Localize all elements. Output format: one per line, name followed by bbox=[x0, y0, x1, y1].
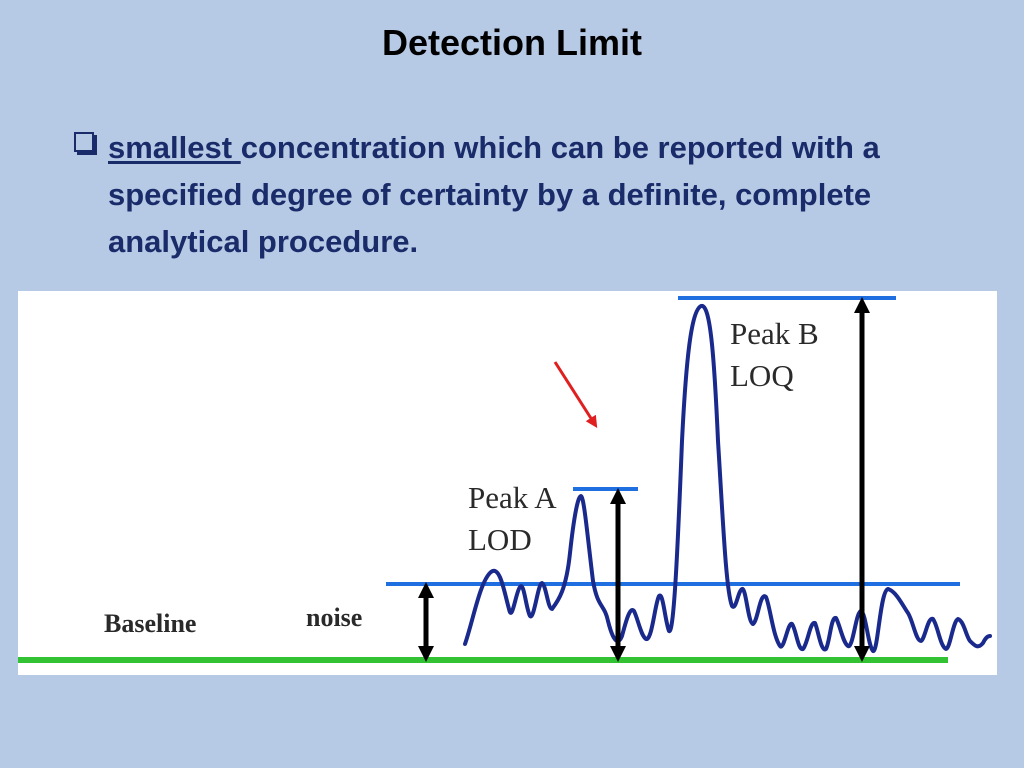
bullet-point: smallest concentration which can be repo… bbox=[70, 124, 970, 265]
bullet-emphasis: smallest bbox=[108, 130, 241, 165]
peak-a-name: Peak A bbox=[468, 480, 557, 515]
detection-limit-figure: Peak B LOQ Peak A LOD Baseline noise bbox=[18, 291, 997, 675]
bullet-text: smallest concentration which can be repo… bbox=[108, 124, 970, 265]
noise-label: noise bbox=[306, 603, 363, 632]
checkbox-bullet-icon bbox=[74, 132, 94, 152]
peak-b-label: Peak B LOQ bbox=[730, 313, 819, 397]
peak-b-name: Peak B bbox=[730, 316, 819, 351]
red-pointer-arrow bbox=[553, 361, 598, 429]
figure-drawing bbox=[18, 296, 992, 663]
signal-trace bbox=[463, 304, 992, 654]
baseline-label: Baseline bbox=[104, 609, 197, 638]
peak-b-loq: LOQ bbox=[730, 358, 794, 393]
slide-title: Detection Limit bbox=[381, 22, 642, 63]
peak-a-label: Peak A LOD bbox=[468, 477, 557, 561]
bullet-body: concentration which can be reported with… bbox=[108, 130, 880, 259]
peak-a-lod: LOD bbox=[468, 522, 532, 557]
